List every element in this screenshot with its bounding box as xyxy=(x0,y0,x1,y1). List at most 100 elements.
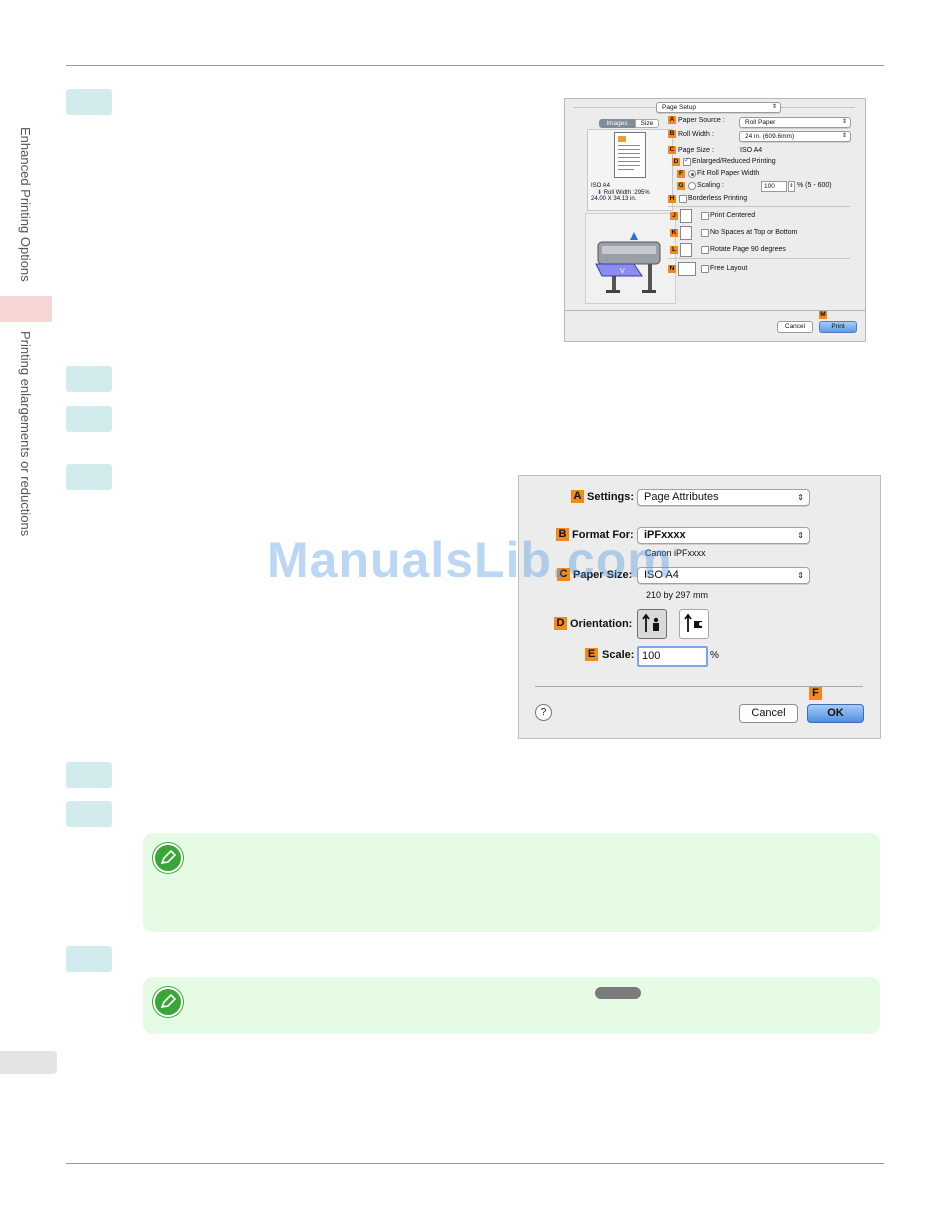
callout-j: J xyxy=(670,212,678,220)
callout-d: D xyxy=(554,617,567,630)
tab-size[interactable]: Size xyxy=(635,119,659,128)
preview-dimensions: 24.00 X 34.13 in. xyxy=(591,196,637,202)
paper-source-select[interactable]: Roll Paper ⇕ xyxy=(739,117,851,128)
roll-width-value: 24 in. (609.6mm) xyxy=(745,133,795,140)
enlarged-checkbox[interactable]: ✓ xyxy=(683,157,691,166)
no-spaces-label: No Spaces at Top or Bottom xyxy=(710,229,798,236)
bottom-rule xyxy=(66,1163,884,1164)
ok-button[interactable]: OK xyxy=(807,704,864,723)
note-box xyxy=(143,833,880,932)
enlarged-label: Enlarged/Reduced Printing xyxy=(692,158,776,165)
callout-e: E xyxy=(585,648,598,661)
borderless-checkbox[interactable] xyxy=(679,195,687,203)
top-rule xyxy=(66,65,884,66)
svg-text:V: V xyxy=(620,267,625,275)
landscape-icon xyxy=(684,613,703,632)
scaling-range: % (5 - 600) xyxy=(797,182,832,189)
stepper-arrows-icon: ⇕ xyxy=(797,531,804,540)
no-spaces-checkbox[interactable] xyxy=(701,229,709,237)
help-button[interactable]: ? xyxy=(535,704,552,721)
callout-h: H xyxy=(668,195,676,203)
print-button[interactable]: Print xyxy=(819,321,857,333)
portrait-orientation-button[interactable] xyxy=(637,609,667,639)
sidebar-current-tab xyxy=(0,296,52,322)
scaling-input[interactable]: 100 xyxy=(761,181,787,192)
rotate-checkbox[interactable] xyxy=(701,246,709,254)
sidebar-section: Printing enlargements or reductions xyxy=(18,331,33,537)
free-layout-label: Free Layout xyxy=(710,265,748,272)
settings-select[interactable]: Page Attributes ⇕ xyxy=(637,489,810,506)
step-marker xyxy=(66,801,112,827)
cancel-button[interactable]: Cancel xyxy=(739,704,798,723)
page-size-label: Page Size : xyxy=(678,147,714,154)
link-pill[interactable] xyxy=(595,987,641,999)
callout-c: C xyxy=(668,146,676,154)
sidebar-chapter: Enhanced Printing Options xyxy=(18,127,33,282)
arrow-down-icon: ⬇ xyxy=(597,189,603,196)
preview-size: ISO A4 xyxy=(591,183,611,189)
callout-a: A xyxy=(668,116,676,124)
paper-source-label: Paper Source : xyxy=(678,117,725,124)
print-centered-icon xyxy=(680,209,692,223)
page-attributes-dialog: A Settings: Page Attributes ⇕ B Format F… xyxy=(518,475,881,739)
panel-select-value: Page Setup xyxy=(662,104,696,111)
rotate-icon xyxy=(680,243,692,257)
stepper-arrows-icon: ⇕ xyxy=(797,571,804,580)
paper-size-value: ISO A4 xyxy=(644,569,679,581)
page-size-value: ISO A4 xyxy=(740,147,763,154)
orientation-label: Orientation: xyxy=(570,618,633,630)
dialog-divider xyxy=(565,310,865,311)
preview-roll-width: Roll Width :295% xyxy=(603,189,650,196)
callout-l: L xyxy=(670,246,678,254)
step-marker xyxy=(66,464,112,490)
roll-width-select[interactable]: 24 in. (609.6mm) ⇕ xyxy=(739,131,851,142)
portrait-icon xyxy=(642,613,659,632)
callout-f: F xyxy=(809,687,822,700)
step-marker xyxy=(66,406,112,432)
stepper-arrows-icon: ⇕ xyxy=(841,119,847,125)
stepper-arrows-icon: ⇕ xyxy=(841,133,847,139)
fit-roll-label: Fit Roll Paper Width xyxy=(697,170,760,177)
print-centered-checkbox[interactable] xyxy=(701,212,709,220)
paper-size-select[interactable]: ISO A4 ⇕ xyxy=(637,567,810,584)
scaling-radio[interactable] xyxy=(688,182,696,190)
callout-b: B xyxy=(556,528,569,541)
dialog-divider xyxy=(668,206,850,207)
format-for-select[interactable]: iPFxxxx ⇕ xyxy=(637,527,810,544)
step-marker xyxy=(66,89,112,115)
scaling-stepper[interactable]: ⇕ xyxy=(788,181,795,192)
panel-select[interactable]: Page Setup ⇕ xyxy=(656,102,781,113)
callout-d: D xyxy=(672,158,680,166)
step-marker xyxy=(66,366,112,392)
settings-label: Settings: xyxy=(587,491,635,503)
callout-b: B xyxy=(668,130,676,138)
watermark-text: ManualsLib.com xyxy=(267,532,673,588)
printer-illustration: V xyxy=(585,213,676,304)
scale-input[interactable]: 100 xyxy=(637,646,708,667)
no-spaces-icon xyxy=(680,226,692,240)
tab-images[interactable]: Images xyxy=(599,119,635,128)
callout-g: G xyxy=(677,182,685,190)
scale-unit: % xyxy=(710,650,719,661)
free-layout-checkbox[interactable] xyxy=(701,265,709,273)
stepper-arrows-icon: ⇕ xyxy=(797,493,804,502)
callout-a: A xyxy=(571,490,584,503)
scale-label: Scale: xyxy=(602,649,635,661)
paper-size-label: Paper Size: xyxy=(573,569,633,581)
callout-m: M xyxy=(819,311,827,319)
sidebar-page-tab xyxy=(0,1051,57,1074)
preview-info: ISO A4 ⬇ Roll Width :295% 24.00 X 34.13 … xyxy=(591,183,650,203)
paper-size-sub: 210 by 297 mm xyxy=(646,590,709,600)
settings-value: Page Attributes xyxy=(644,491,719,503)
note-box xyxy=(143,977,880,1034)
fit-roll-radio[interactable] xyxy=(688,170,696,178)
dialog-divider xyxy=(668,258,850,259)
callout-k: K xyxy=(670,229,678,237)
dialog-divider xyxy=(535,686,863,687)
borderless-label: Borderless Printing xyxy=(688,195,748,202)
landscape-orientation-button[interactable] xyxy=(679,609,709,639)
cancel-button[interactable]: Cancel xyxy=(777,321,813,333)
free-layout-icon xyxy=(678,262,696,276)
rotate-label: Rotate Page 90 degrees xyxy=(710,246,786,253)
roll-width-label: Roll Width : xyxy=(678,131,714,138)
